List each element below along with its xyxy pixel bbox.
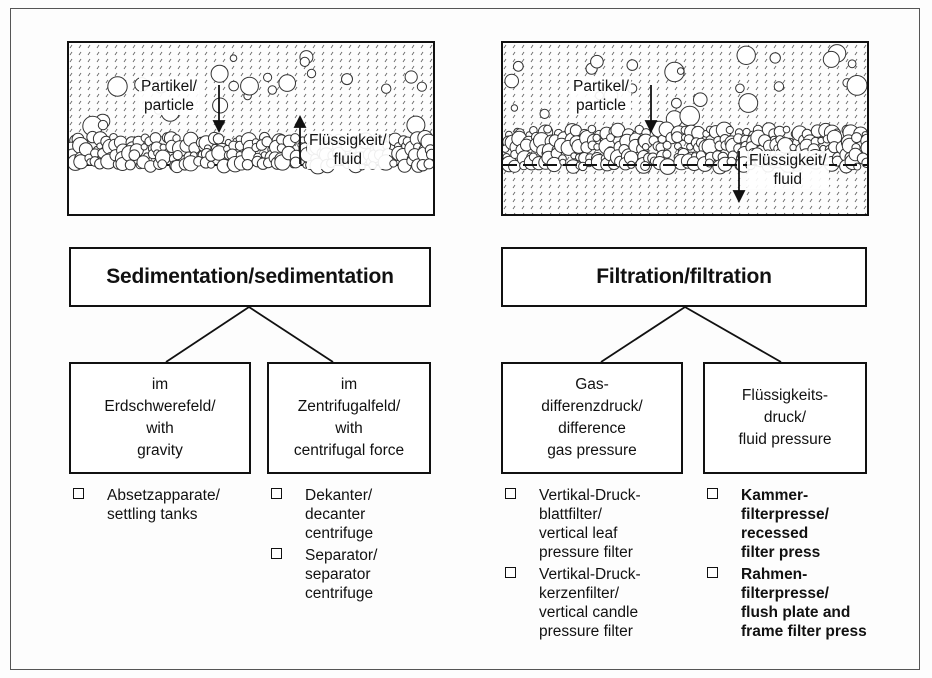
list-item: Separator/ separator centrifuge [271,546,377,603]
particle-circle [124,159,136,171]
diagram-frame: Partikel/ particle Flüssigkeit/ fluid Pa… [10,8,920,670]
list-item: Vertikal-Druck- blattfilter/ vertical le… [505,486,641,562]
particle-circle [769,52,781,64]
checkbox-icon [505,488,516,499]
particle-circle [671,97,682,109]
filtration-title: Filtration/filtration [596,265,772,288]
gravity-list: Absetzapparate/ settling tanks [73,486,220,527]
checkbox-icon [707,488,718,499]
particle-circle [341,73,353,86]
checkbox-icon [271,548,282,559]
particle-circle [846,75,867,96]
particle-circle [140,143,148,151]
particle-circle [381,83,392,94]
particle-circle [641,143,650,151]
sedimentation-box: Sedimentation/sedimentation [69,247,431,307]
particle-circle [860,140,867,156]
fluid-pressure-box: Flüssigkeits- druck/ fluid pressure [703,362,867,474]
fluid-pressure-list: Kammer- filterpresse/ recessed filter pr… [707,486,867,644]
particle-label: Partikel/ particle [571,77,631,115]
particle-circle [736,45,756,65]
particle-circle [423,158,433,170]
particle-circle [559,158,567,166]
list-item: Absetzapparate/ settling tanks [73,486,220,524]
particle-circle [404,70,418,84]
list-item: Rahmen- filterpresse/ flush plate and fr… [707,565,867,641]
checkbox-icon [707,567,718,578]
particle-circle [512,60,524,72]
particle-circle [847,59,857,69]
filtration-illustration [503,43,867,214]
filtration-schematic: Partikel/ particle Flüssigkeit/ fluid [501,41,869,216]
particle-circle [606,133,615,143]
particle-circle [416,81,427,92]
particle-circle [773,81,785,92]
centrifugal-list: Dekanter/ decanter centrifuge Separator/… [271,486,377,606]
particle-circle [278,74,296,92]
particle-label: Partikel/ particle [139,77,199,115]
particle-circle [539,108,550,120]
particle-circle [97,119,109,131]
gravity-box: im Erdschwerefeld/ with gravity [69,362,251,474]
particle-circle [207,160,215,169]
particle-circle [107,76,128,97]
gas-pressure-box: Gas- differenzdruck/ difference gas pres… [501,362,683,474]
particle-circle [510,104,519,112]
sedimentation-schematic: Partikel/ particle Flüssigkeit/ fluid [67,41,435,216]
particle-circle [592,133,601,143]
particle-circle [626,59,639,71]
particle-circle [822,50,840,68]
particle-circle [725,125,734,135]
particle-circle [306,68,317,79]
particle-circle [693,92,708,108]
centrifugal-box: im Zentrifugalfeld/ with centrifugal for… [267,362,431,474]
particle-circle [263,72,273,83]
particle-circle [228,80,239,92]
list-item: Dekanter/ decanter centrifuge [271,486,377,543]
particle-circle [590,54,604,69]
checkbox-icon [73,488,84,499]
checkbox-icon [271,488,282,499]
particle-circle [172,150,183,161]
particle-circle [543,124,552,134]
particle-circle [128,149,141,161]
sedimentation-title: Sedimentation/sedimentation [106,265,394,288]
particle-circle [229,54,238,62]
filtration-box: Filtration/filtration [501,247,867,307]
list-item: Kammer- filterpresse/ recessed filter pr… [707,486,867,562]
particle-circle [738,93,759,113]
sedimentation-illustration [69,43,433,214]
tree-connectors [165,306,782,363]
particle-circle [735,83,745,94]
fluid-label: Flüssigkeit/ fluid [747,151,829,189]
particle-circle [504,73,519,89]
particle-circle [289,156,302,169]
checkbox-icon [505,567,516,578]
particle-circle [299,56,310,67]
gas-pressure-list: Vertikal-Druck- blattfilter/ vertical le… [505,486,641,644]
particle-circle [212,97,229,114]
particle-circle [389,159,398,168]
fluid-label: Flüssigkeit/ fluid [307,131,389,169]
particle-circle [676,67,685,75]
particle-circle [210,64,229,83]
particle-circle [240,76,259,96]
particle-circle [662,149,672,159]
list-item: Vertikal-Druck- kerzenfilter/ vertical c… [505,565,641,641]
particle-circle [782,125,791,134]
particle-circle [157,159,168,170]
particle-circle [587,124,597,134]
particle-circle [267,85,278,95]
particle-circle [662,140,672,150]
